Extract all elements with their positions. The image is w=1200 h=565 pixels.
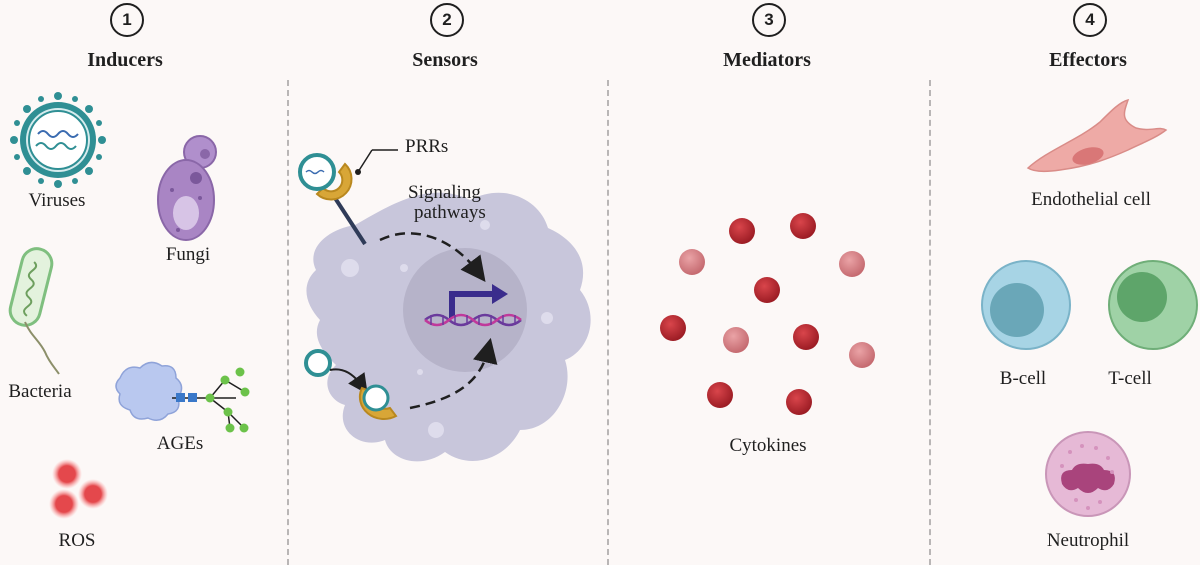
signaling-arrow-lower	[409, 337, 498, 410]
section-title-effectors: Effectors	[1049, 49, 1127, 71]
fungi-icon	[157, 135, 217, 241]
t-cell-icon	[1108, 260, 1198, 350]
receptor-upper	[298, 153, 367, 246]
endothelial-cell-icon	[1026, 98, 1168, 173]
prrs-leader-line	[357, 149, 373, 173]
label-signaling-line2: pathways	[414, 202, 486, 223]
dna-icon	[424, 313, 522, 327]
label-bacteria: Bacteria	[8, 381, 72, 402]
section-title-mediators: Mediators	[723, 49, 811, 71]
label-cytokines: Cytokines	[729, 435, 807, 456]
label-ages: AGEs	[156, 433, 204, 454]
neutrophil-icon	[1045, 431, 1131, 517]
cytokine-group	[660, 213, 875, 415]
b-cell-icon	[981, 260, 1071, 350]
ros-icon	[49, 459, 108, 519]
label-fungi: Fungi	[165, 244, 211, 265]
section-title-sensors: Sensors	[412, 49, 478, 71]
label-prrs: PRRs	[405, 136, 449, 157]
label-b-cell: B-cell	[999, 368, 1047, 389]
transcription-arrow-icon	[449, 284, 508, 318]
section-number-1: 1	[110, 3, 144, 37]
divider-3	[929, 80, 931, 565]
section-title-inducers: Inducers	[87, 49, 163, 71]
divider-1	[287, 80, 289, 565]
macrophage-cell	[306, 192, 591, 462]
receptor-lower	[304, 349, 398, 420]
section-number-2: 2	[430, 3, 464, 37]
virus-icon	[10, 92, 106, 188]
label-t-cell: T-cell	[1108, 368, 1152, 389]
section-number-3: 3	[752, 3, 786, 37]
ages-icon	[115, 361, 250, 433]
label-signaling-line1: Signaling	[408, 182, 481, 203]
signaling-arrow-upper	[379, 232, 486, 282]
label-viruses: Viruses	[28, 190, 86, 211]
section-number-4: 4	[1073, 3, 1107, 37]
label-endothelial-cell: Endothelial cell	[1031, 189, 1151, 210]
divider-2	[607, 80, 609, 565]
label-ros: ROS	[58, 530, 96, 551]
label-neutrophil: Neutrophil	[1046, 530, 1130, 551]
bacteria-icon	[8, 247, 60, 375]
